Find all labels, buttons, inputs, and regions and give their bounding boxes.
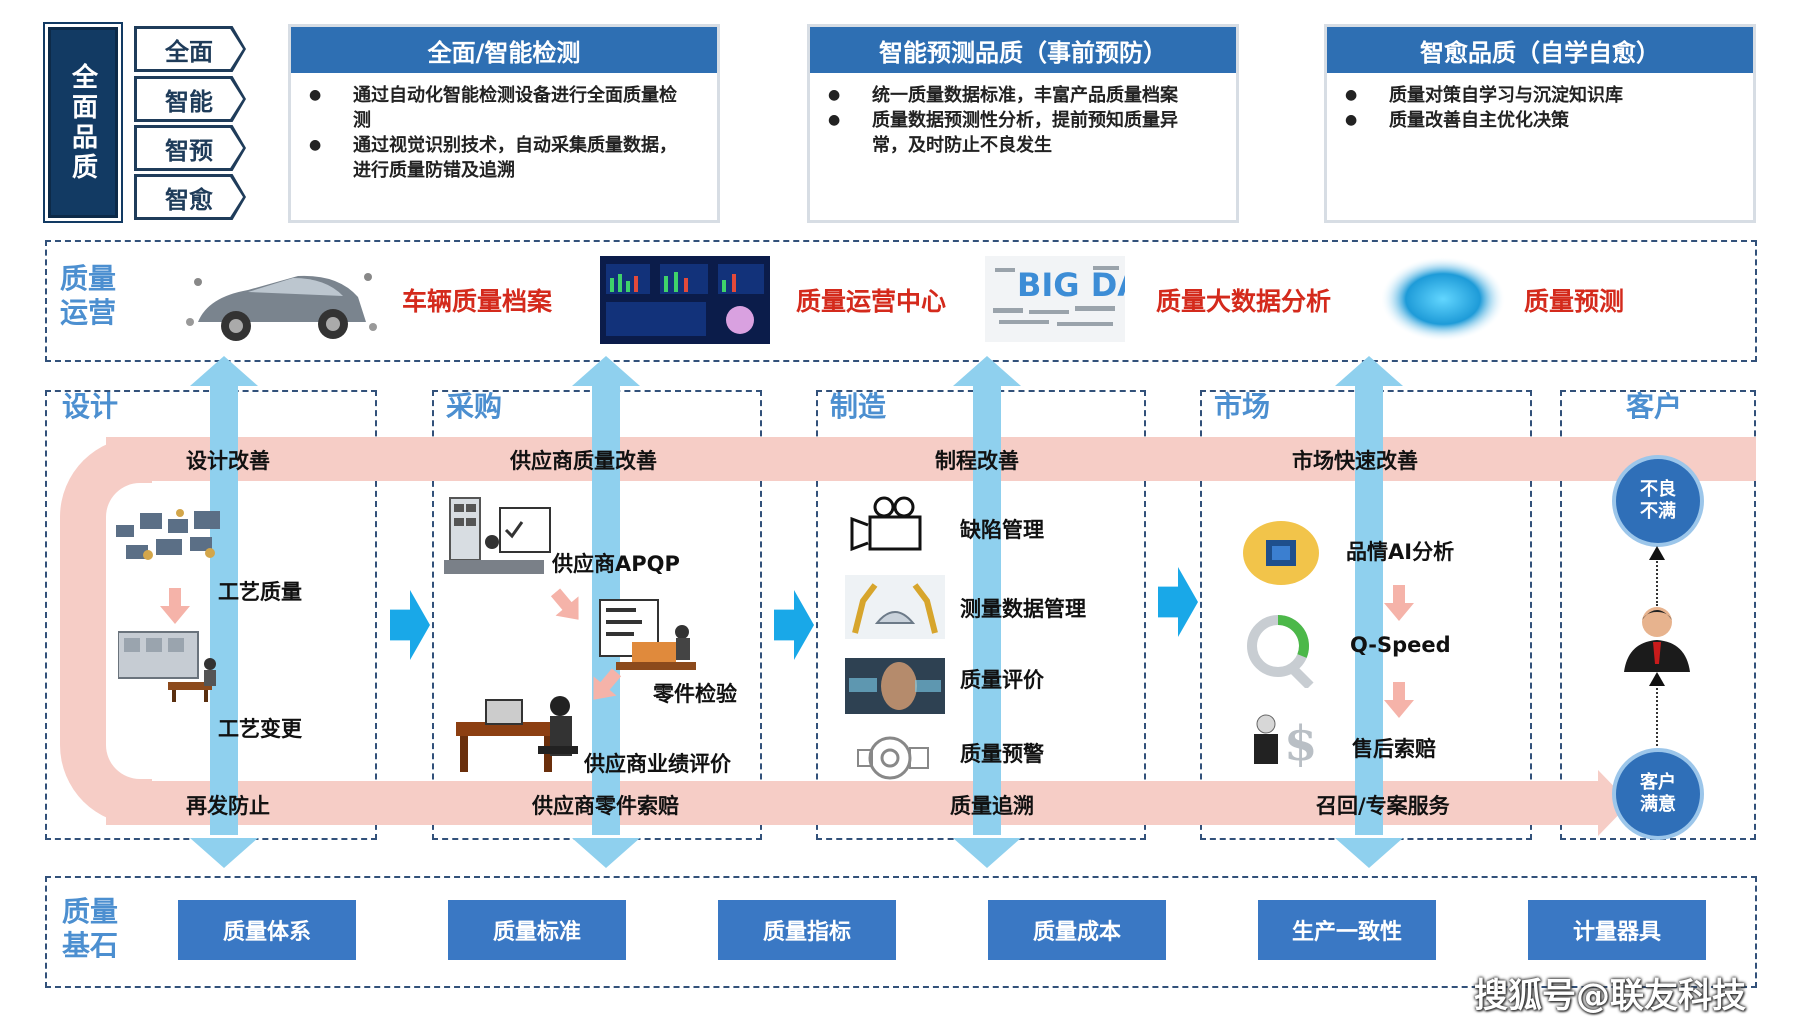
- quality-standard: 质量标准: [448, 900, 626, 960]
- next-stage-arrow: [774, 590, 814, 660]
- stage-market-label: 市场: [1214, 390, 1271, 423]
- next-stage-arrow: [1158, 567, 1198, 637]
- supplier-quality-improvement: 供应商质量改善: [510, 449, 657, 473]
- process-change: 工艺变更: [218, 717, 302, 741]
- svg-text:BIG DATA: BIG DATA: [1017, 266, 1125, 304]
- recurrence-prevention: 再发防止: [186, 794, 270, 818]
- quality-indicator: 质量指标: [718, 900, 896, 960]
- workstation-image: [117, 624, 228, 704]
- tag-comprehensive: 全面: [137, 29, 243, 69]
- quality-evaluation: 质量评价: [960, 668, 1044, 692]
- quality-prediction: 质量预测: [1524, 287, 1625, 316]
- tag-smart-predict: 智预: [137, 128, 243, 168]
- tag-intelligent: 智能: [137, 79, 243, 119]
- card-bullet: 统一质量数据标准，丰富产品质量档案: [828, 83, 1212, 108]
- dissatisfaction-circle: 不良不满: [1612, 455, 1704, 547]
- card-title: 全面/智能检测: [291, 27, 717, 73]
- quality-operation-center: 质量运营中心: [796, 287, 947, 316]
- quality-system: 质量体系: [178, 900, 356, 960]
- vehicle-quality-archive: 车辆质量档案: [402, 287, 553, 316]
- overall-quality-title: 全面品质: [43, 22, 123, 223]
- quality-foundation-label: 质量基石: [62, 895, 119, 962]
- stage-manufacture-label: 制造: [830, 390, 887, 423]
- tag-smart-heal: 智愈: [137, 177, 243, 217]
- after-sales-claim: 售后索赔: [1352, 737, 1436, 761]
- dashboard-image: [600, 256, 770, 344]
- q-speed: Q-Speed: [1350, 633, 1451, 657]
- parts-inspection: 零件检验: [653, 682, 737, 706]
- design-improvement: 设计改善: [186, 449, 270, 473]
- card-bullet: 质量对策自学习与沉淀知识库: [1345, 83, 1729, 108]
- ai-sentiment-analysis: 品情AI分析: [1346, 540, 1455, 564]
- camera-icon: [848, 495, 928, 555]
- q-speed-icon: [1244, 612, 1316, 690]
- dotted-connector: [1656, 676, 1658, 746]
- dotted-connector: [1656, 550, 1658, 606]
- card-prediction: 智能预测品质（事前预防） 统一质量数据标准，丰富产品质量档案 质量数据预测性分析…: [807, 24, 1239, 223]
- quality-operations-label: 质量运营: [60, 262, 117, 329]
- card-bullet: 通过视觉识别技术，自动采集质量数据，进行质量防错及追溯: [309, 133, 693, 183]
- quality-cost: 质量成本: [988, 900, 1166, 960]
- card-title: 智能预测品质（事前预防）: [810, 27, 1236, 73]
- stage-design-label: 设计: [62, 390, 119, 423]
- card-bullet: 质量改善自主优化决策: [1345, 108, 1729, 133]
- apqp-image: [444, 494, 556, 590]
- supplier-performance-evaluation: 供应商业绩评价: [584, 752, 731, 776]
- arrow-up-icon: [1649, 672, 1665, 686]
- card-bullet: 质量数据预测性分析，提前预知质量异常，及时防止不良发生: [828, 108, 1212, 158]
- supplier-parts-claim: 供应商零件索赔: [532, 794, 679, 818]
- vehicle-image: [178, 252, 383, 352]
- prediction-image: [1378, 255, 1508, 343]
- businessman-dollar-icon: $: [1244, 708, 1322, 778]
- gear-machine-icon: [850, 730, 936, 786]
- improvement-loop-top: [106, 437, 1756, 481]
- card-bullet: 通过自动化智能检测设备进行全面质量检测: [309, 83, 693, 133]
- measurement-data-management: 测量数据管理: [960, 597, 1086, 621]
- quality-traceability: 质量追溯: [950, 794, 1034, 818]
- inspection-image: [596, 598, 708, 682]
- improvement-loop-bottom: [106, 781, 1600, 825]
- quality-big-data-analysis: 质量大数据分析: [1156, 287, 1332, 316]
- ai-chip-icon: [1240, 518, 1322, 588]
- supplier-apqp: 供应商APQP: [552, 552, 680, 576]
- card-title: 智愈品质（自学自愈）: [1327, 27, 1753, 73]
- card-self-healing: 智愈品质（自学自愈） 质量对策自学习与沉淀知识库 质量改善自主优化决策: [1324, 24, 1756, 223]
- process-improvement: 制程改善: [935, 449, 1019, 473]
- svg-text:$: $: [1284, 716, 1317, 772]
- quality-operations-frame: [45, 240, 1757, 362]
- evaluation-image: [456, 692, 584, 774]
- market-rapid-improvement: 市场快速改善: [1292, 449, 1418, 473]
- measuring-instruments: 计量器具: [1528, 900, 1706, 960]
- next-stage-arrow: [390, 590, 430, 660]
- stage-customer-label: 客户: [1626, 390, 1683, 423]
- defect-management: 缺陷管理: [960, 518, 1044, 542]
- quality-warning: 质量预警: [960, 742, 1044, 766]
- recall-special-service: 召回/专案服务: [1316, 794, 1450, 818]
- card-detection: 全面/智能检测 通过自动化智能检测设备进行全面质量检测 通过视觉识别技术，自动采…: [288, 24, 720, 223]
- parts-image: [112, 505, 232, 573]
- quality-foundation-frame: [45, 876, 1757, 988]
- production-consistency: 生产一致性: [1258, 900, 1436, 960]
- customer-satisfaction-circle: 客户满意: [1612, 748, 1704, 840]
- robot-image: [845, 575, 945, 639]
- watermark: 搜狐号@联友科技: [1474, 976, 1746, 1016]
- customer-avatar: [1618, 604, 1696, 672]
- arrow-up-icon: [1649, 546, 1665, 560]
- face-scan-image: [845, 658, 945, 714]
- big-data-image: BIG DATA: [985, 256, 1184, 342]
- process-quality: 工艺质量: [218, 580, 302, 604]
- stage-purchase-label: 采购: [446, 390, 503, 423]
